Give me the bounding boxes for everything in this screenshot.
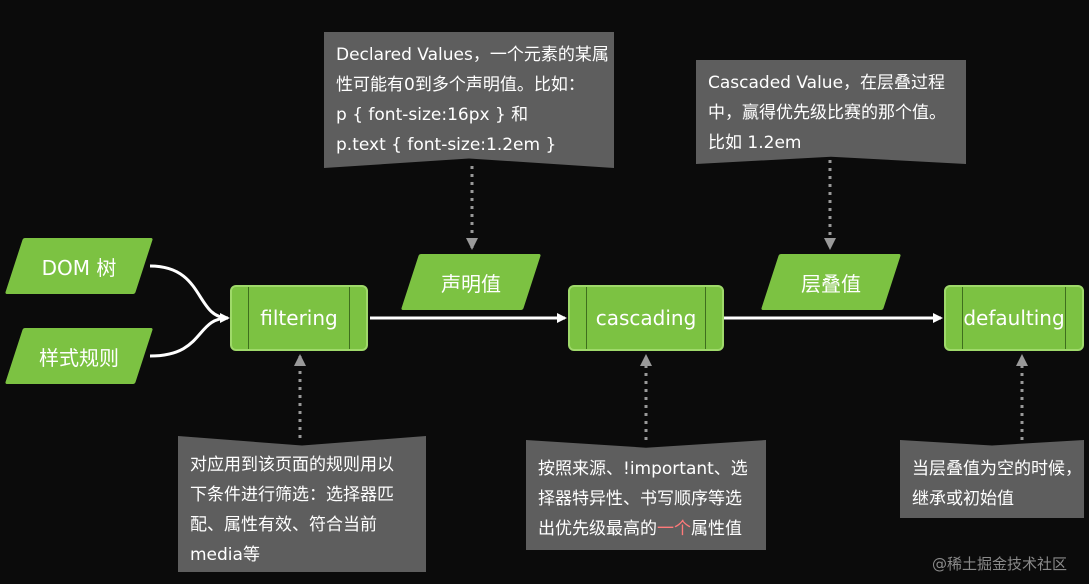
rules-to-filtering-arrow (149, 316, 229, 358)
cascading-note: 按照来源、!important、选 择器特异性、书写顺序等选 出优先级最高的一个… (526, 440, 766, 550)
declared-value-node: 声明值 (400, 254, 542, 310)
cascaded-value-node: 层叠值 (760, 254, 902, 310)
watermark: @稀土掘金技术社区 (931, 555, 1067, 573)
cascading-note-line3: 出优先级最高的一个属性值 (538, 519, 742, 539)
style-rules-input: 样式规则 (4, 328, 154, 384)
dom-tree-input: DOM 树 (4, 238, 154, 294)
dom-to-filtering-arrow (149, 264, 230, 323)
defaulting-note: 当层叠值为空的时候， 继承或初始值 (900, 440, 1084, 518)
cascaded-value-note: Cascaded Value，在层叠过程 中，赢得优先级比赛的那个值。 比如 1… (696, 60, 966, 164)
highlight-text: 一个 (657, 519, 691, 539)
cascading-stage: cascading (568, 285, 724, 351)
filtering-stage: filtering (230, 285, 368, 351)
declared-values-note: Declared Values，一个元素的某属 性可能有0到多个声明值。比如： … (324, 32, 614, 168)
defaulting-stage: defaulting (944, 285, 1084, 351)
filtering-note: 对应用到该页面的规则用以 下条件进行筛选：选择器匹 配、属性有效、符合当前 me… (178, 436, 426, 572)
